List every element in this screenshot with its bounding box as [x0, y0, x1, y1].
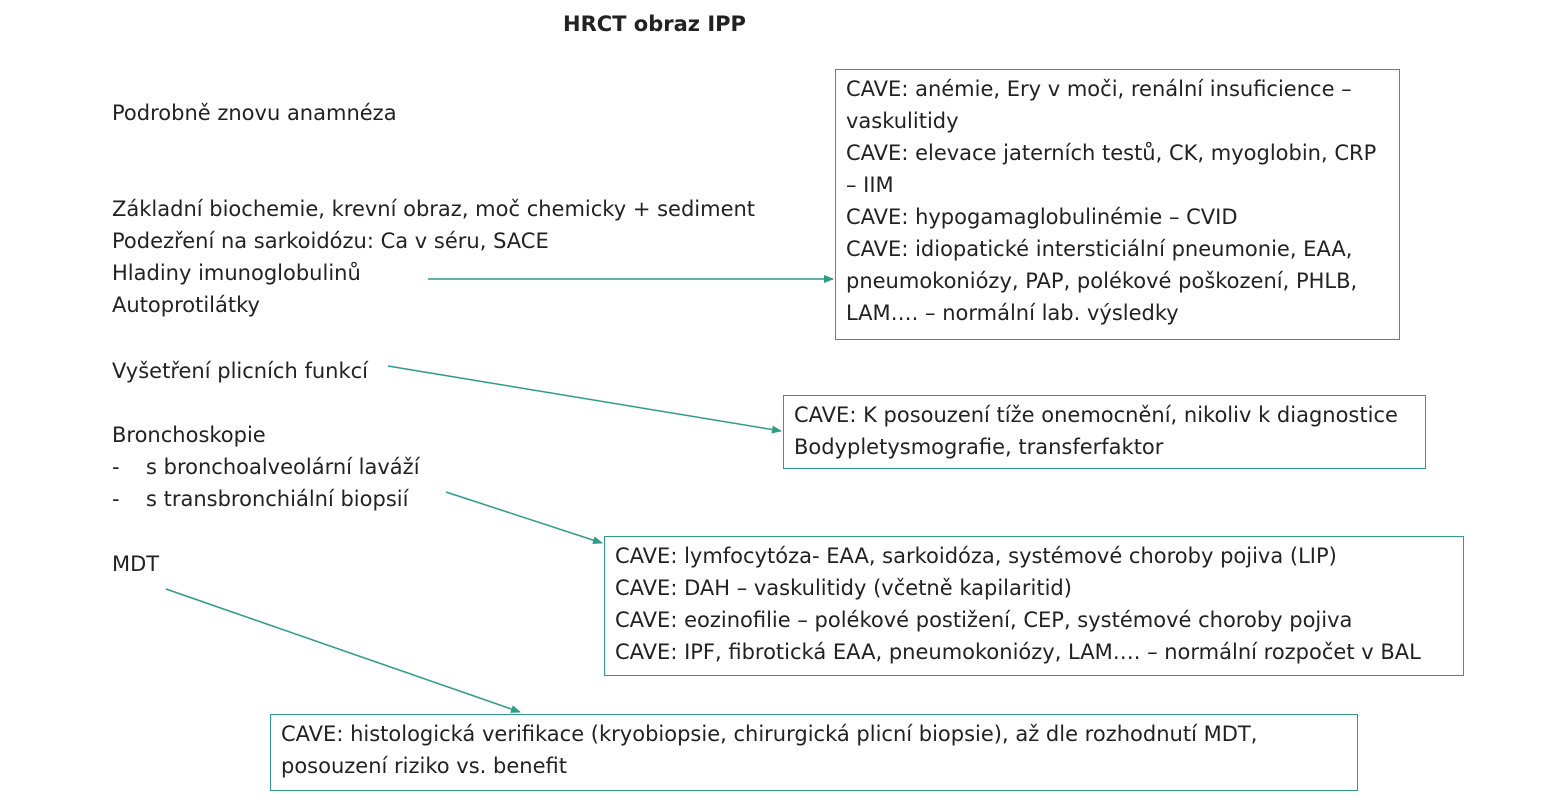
- cave-line: CAVE: hypogamaglobulinémie – CVID: [846, 205, 1238, 229]
- cave-box-mdt: CAVE: histologická verifikace (kryobiops…: [270, 714, 1358, 791]
- bronchoskopie-label: Bronchoskopie: [112, 423, 266, 447]
- list-item: -s transbronchiální biopsií: [112, 487, 409, 511]
- cave-line: CAVE: IPF, fibrotická EAA, pneumokoniózy…: [615, 640, 1421, 664]
- cave-line: – IIM: [846, 173, 894, 197]
- cave-line: LAM…. – normální lab. výsledky: [846, 301, 1179, 325]
- arrow-mdt-to-box: [165, 588, 521, 713]
- plicni-funkce-label: Vyšetření plicních funkcí: [112, 359, 369, 383]
- lab-line: Autoprotilátky: [112, 293, 260, 317]
- cave-line: CAVE: histologická verifikace (kryobiops…: [281, 722, 1258, 746]
- list-item: -s bronchoalveolární laváží: [112, 455, 420, 479]
- cave-line: CAVE: lymfocytóza- EAA, sarkoidóza, syst…: [615, 544, 1337, 568]
- cave-line: CAVE: K posouzení tíže onemocnění, nikol…: [794, 403, 1398, 427]
- arrow-funkce-to-box: [387, 365, 782, 434]
- cave-line: CAVE: idiopatické intersticiální pneumon…: [846, 237, 1353, 261]
- lab-line: Podezření na sarkoidózu: Ca v séru, SACE: [112, 229, 549, 253]
- anamneza-label: Podrobně znovu anamnéza: [112, 101, 397, 125]
- cave-line: Bodypletysmografie, transferfaktor: [794, 435, 1164, 459]
- cave-box-lab: CAVE: anémie, Ery v moči, renální insufi…: [835, 69, 1400, 340]
- cave-box-funkce: CAVE: K posouzení tíže onemocnění, nikol…: [783, 395, 1426, 469]
- cave-box-bronch: CAVE: lymfocytóza- EAA, sarkoidóza, syst…: [604, 536, 1464, 676]
- lab-line: Hladiny imunoglobulinů: [112, 261, 361, 285]
- cave-line: CAVE: anémie, Ery v moči, renální insufi…: [846, 77, 1352, 101]
- lab-list: Základní biochemie, krevní obraz, moč ch…: [112, 193, 755, 321]
- cave-line: vaskulitidy: [846, 109, 959, 133]
- arrow-bronch-to-box: [445, 491, 603, 545]
- cave-line: CAVE: DAH – vaskulitidy (včetně kapilari…: [615, 576, 1072, 600]
- lab-line: Základní biochemie, krevní obraz, moč ch…: [112, 197, 756, 221]
- cave-line: posouzení riziko vs. benefit: [281, 754, 567, 778]
- cave-line: CAVE: elevace jaterních testů, CK, myogl…: [846, 141, 1377, 165]
- cave-line: pneumokoniózy, PAP, polékové poškození, …: [846, 269, 1358, 293]
- bronchoskopie-block: Bronchoskopie -s bronchoalveolární laváž…: [112, 419, 420, 515]
- diagram-title: HRCT obraz IPP: [563, 12, 746, 36]
- cave-line: CAVE: eozinofilie – polékové postižení, …: [615, 608, 1353, 632]
- mdt-label: MDT: [112, 552, 160, 576]
